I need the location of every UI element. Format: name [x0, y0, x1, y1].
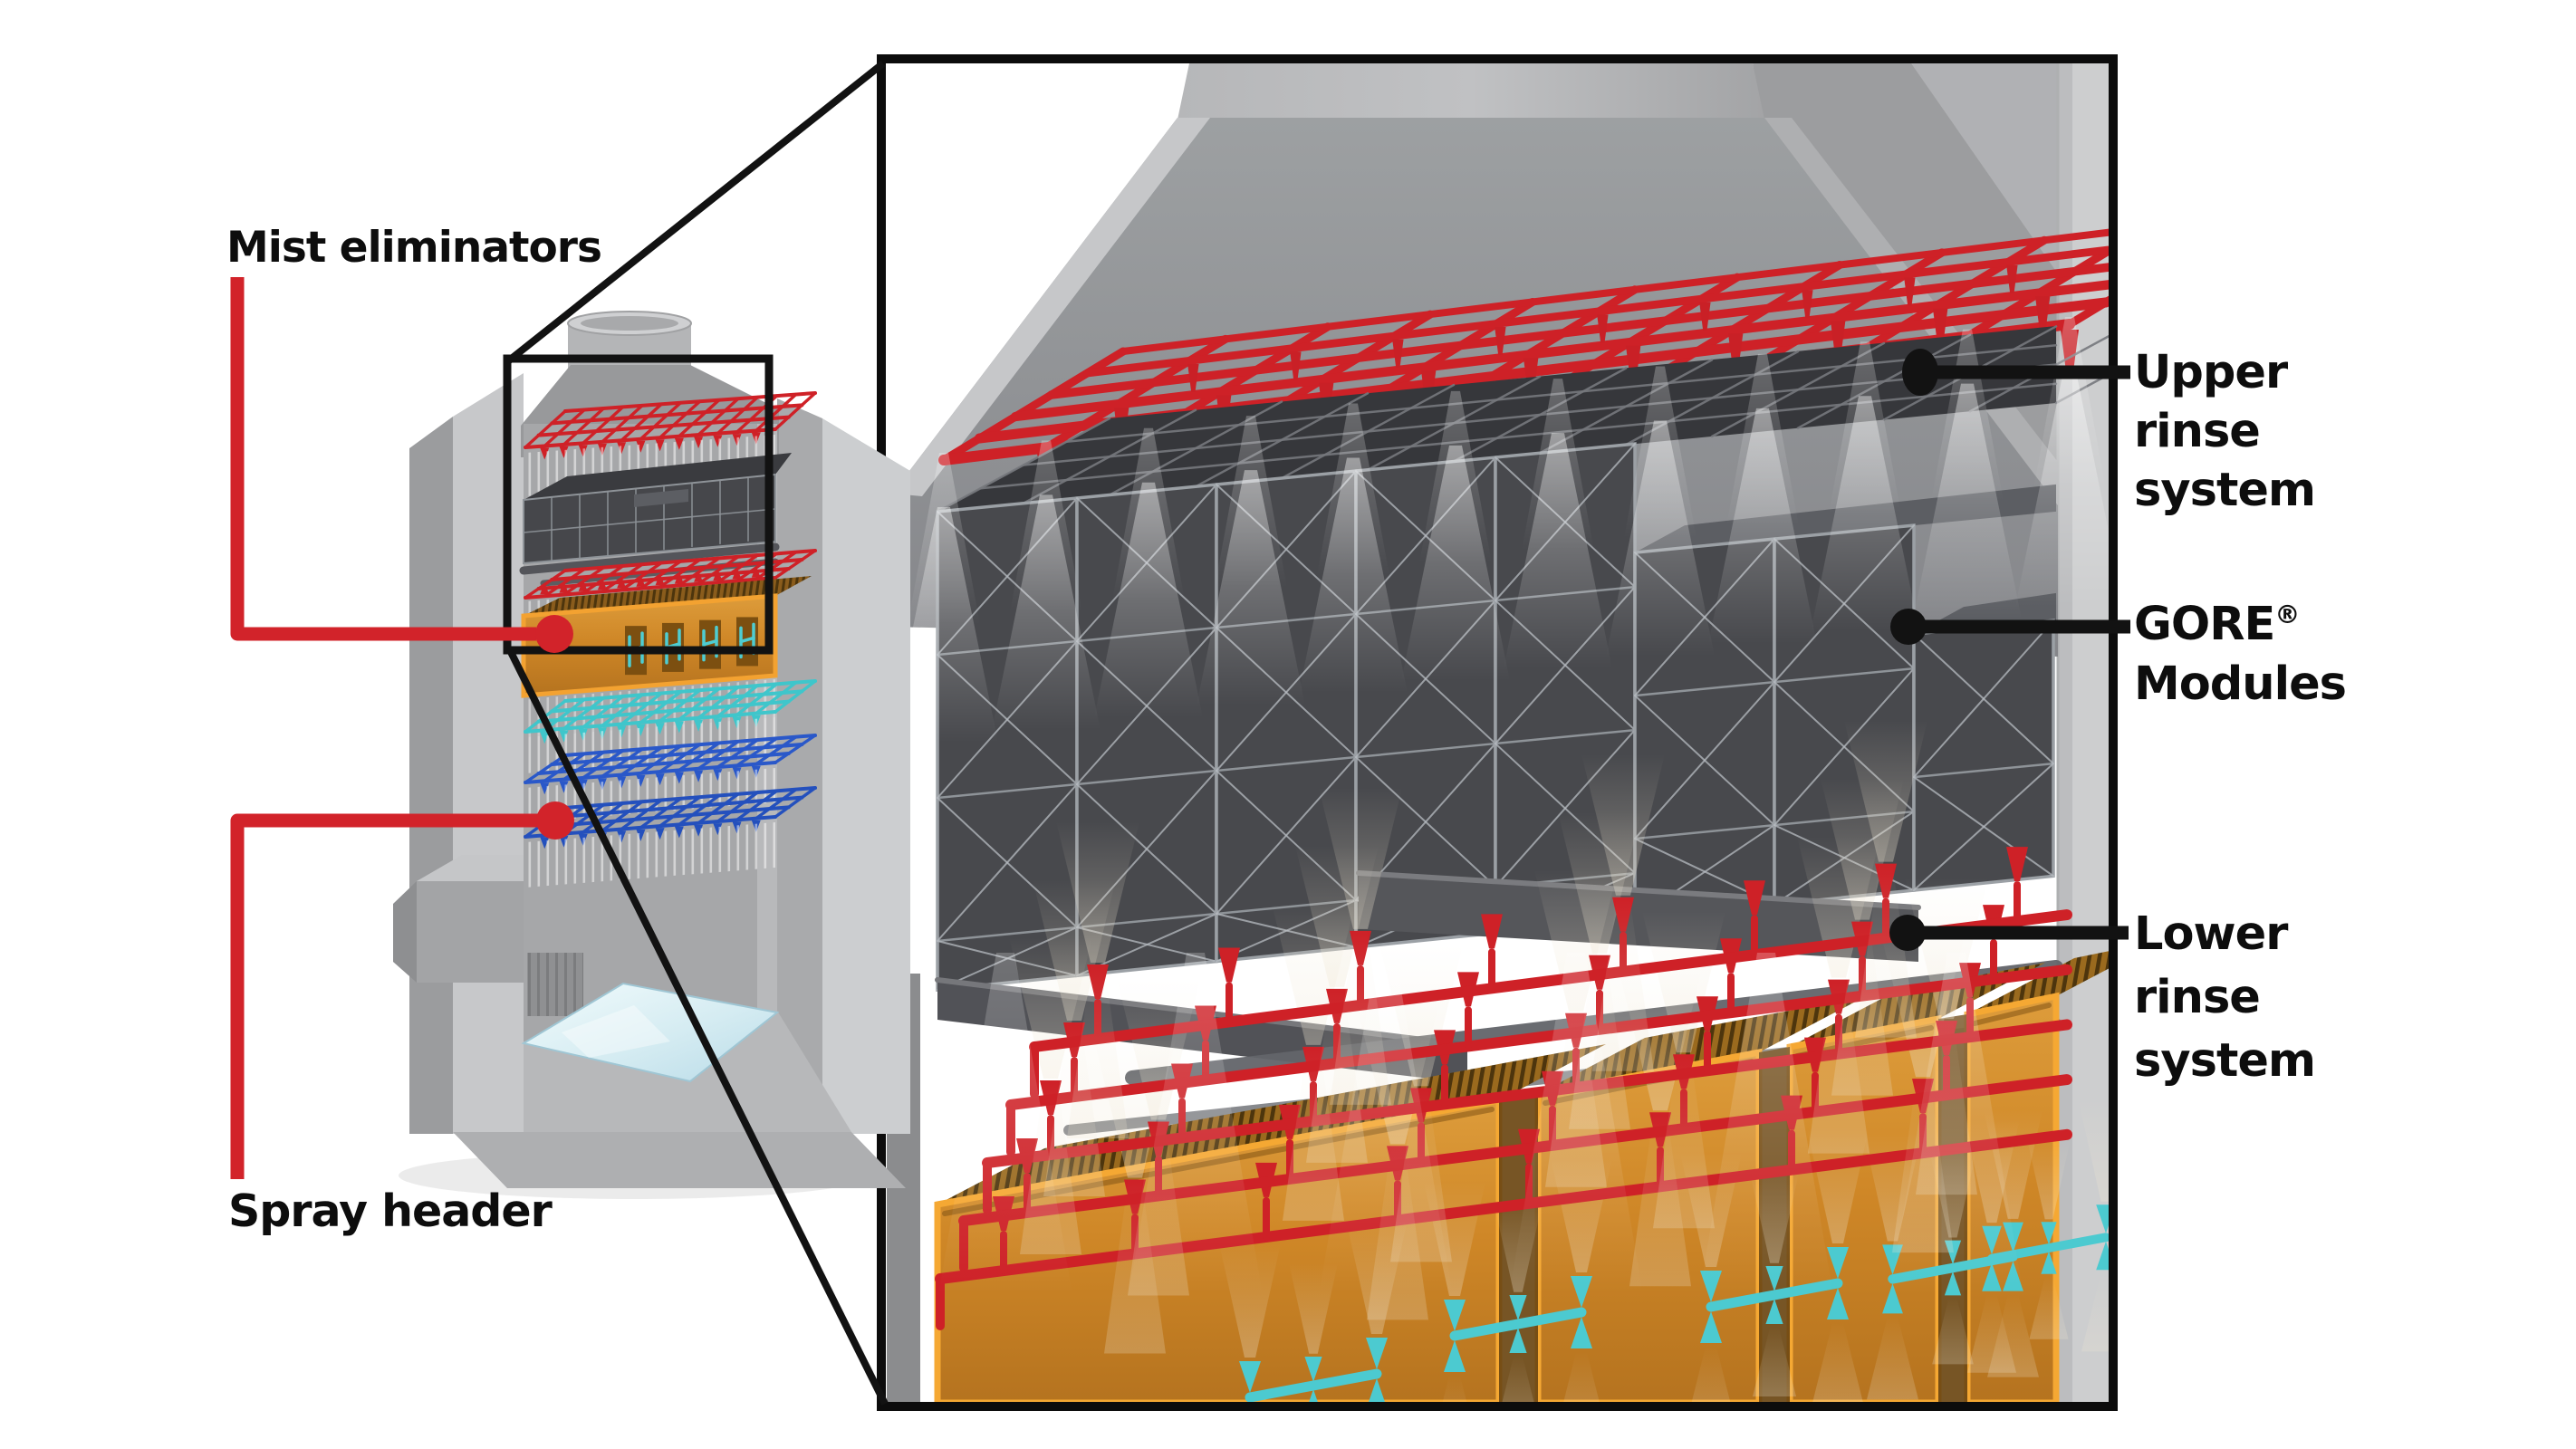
- upper-spray-cones: [889, 317, 2109, 743]
- label-upper-rinse-system: Upper rinse system: [2134, 343, 2316, 520]
- label-mist-eliminators: Mist eliminators: [226, 223, 602, 273]
- lower-rinse-piping: [935, 720, 2072, 1354]
- callout-lower-rinse: [1889, 915, 2129, 951]
- callout-dot-spray-header: [536, 801, 574, 840]
- label-gore-line1: GORE®: [2134, 598, 2301, 651]
- outlet-duct: [1177, 63, 1764, 120]
- label-lower-line2: rinse: [2134, 971, 2261, 1024]
- label-spray-header: Spray header: [228, 1185, 553, 1237]
- label-upper-line1: Upper: [2134, 346, 2288, 399]
- callout-gore-modules: [1890, 609, 2130, 645]
- label-lower-line3: system: [2134, 1034, 2316, 1088]
- label-gore-line2: Modules: [2134, 657, 2347, 711]
- callout-line-mist-eliminators: [230, 277, 536, 641]
- callout-line-spray-header: [230, 813, 538, 1179]
- label-upper-line2: rinse: [2134, 405, 2261, 458]
- overview-tower: [393, 311, 910, 1199]
- label-lower-line1: Lower: [2134, 907, 2288, 961]
- label-upper-line3: system: [2134, 464, 2316, 517]
- callout-dot-lower-rinse: [1889, 915, 1926, 951]
- callout-upper-rinse: [1902, 349, 2130, 396]
- zoom-connector-bottom: [505, 647, 889, 1406]
- registered-trademark-icon: ®: [2274, 600, 2301, 629]
- zoom-connector-top: [506, 60, 886, 364]
- callout-dot-gore-modules: [1890, 609, 1927, 645]
- zoom-box: [503, 354, 774, 655]
- callout-dot-upper-rinse: [1902, 349, 1938, 396]
- label-gore-modules: GORE® Modules: [2134, 585, 2347, 715]
- callout-dot-mist-eliminators: [535, 615, 573, 653]
- label-lower-rinse-system: Lower rinse system: [2134, 903, 2316, 1093]
